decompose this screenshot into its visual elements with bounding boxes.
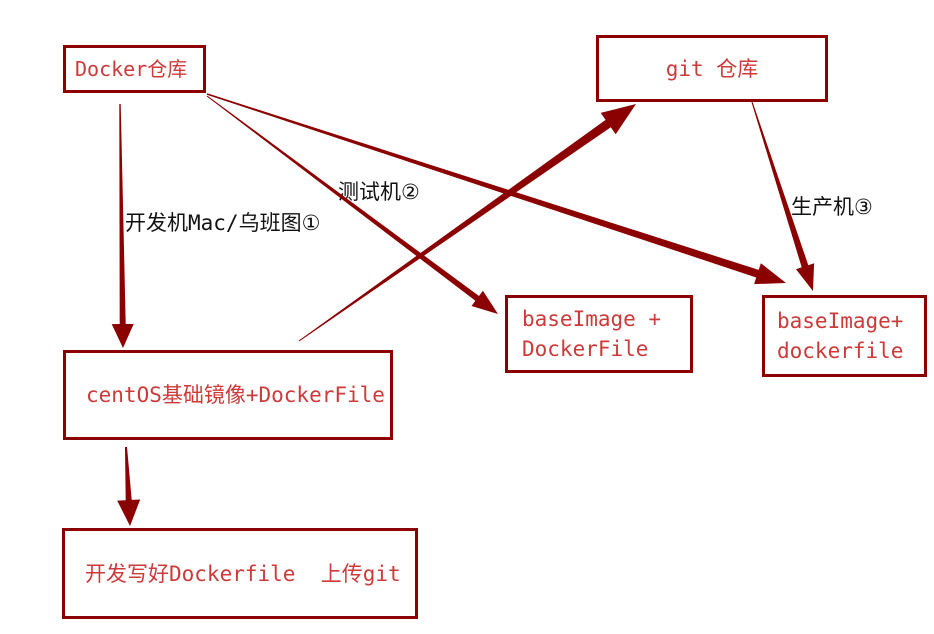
arrow-centos_base-to-dev_dockerfile	[117, 446, 141, 526]
node-baseimage-dockerfile-prod-label: baseImage+ dockerfile	[777, 309, 904, 363]
node-git-repo-label: git 仓库	[665, 56, 759, 81]
node-baseimage-dockerfile-test-label: baseImage + DockerFile	[522, 307, 662, 361]
arrow-docker_repo-to-base_prod	[206, 93, 787, 285]
node-dev-write-dockerfile: 开发写好Dockerfile 上传git	[62, 528, 418, 619]
node-baseimage-dockerfile-test: baseImage + DockerFile	[505, 295, 693, 373]
node-docker-repo-label: Docker仓库	[75, 57, 188, 81]
label-test-machine: 测试机②	[338, 180, 420, 204]
node-baseimage-dockerfile-prod: baseImage+ dockerfile	[762, 295, 927, 377]
node-dev-write-dockerfile-label: 开发写好Dockerfile 上传git	[85, 561, 401, 586]
node-git-repo: git 仓库	[596, 35, 828, 102]
node-centos-base-image: centOS基础镜像+DockerFile	[63, 350, 393, 440]
node-centos-base-image-label: centOS基础镜像+DockerFile	[86, 383, 385, 407]
label-prod-machine: 生产机③	[791, 195, 873, 219]
label-dev-machine: 开发机Mac/乌班图①	[125, 211, 321, 235]
node-docker-repo: Docker仓库	[63, 45, 206, 93]
